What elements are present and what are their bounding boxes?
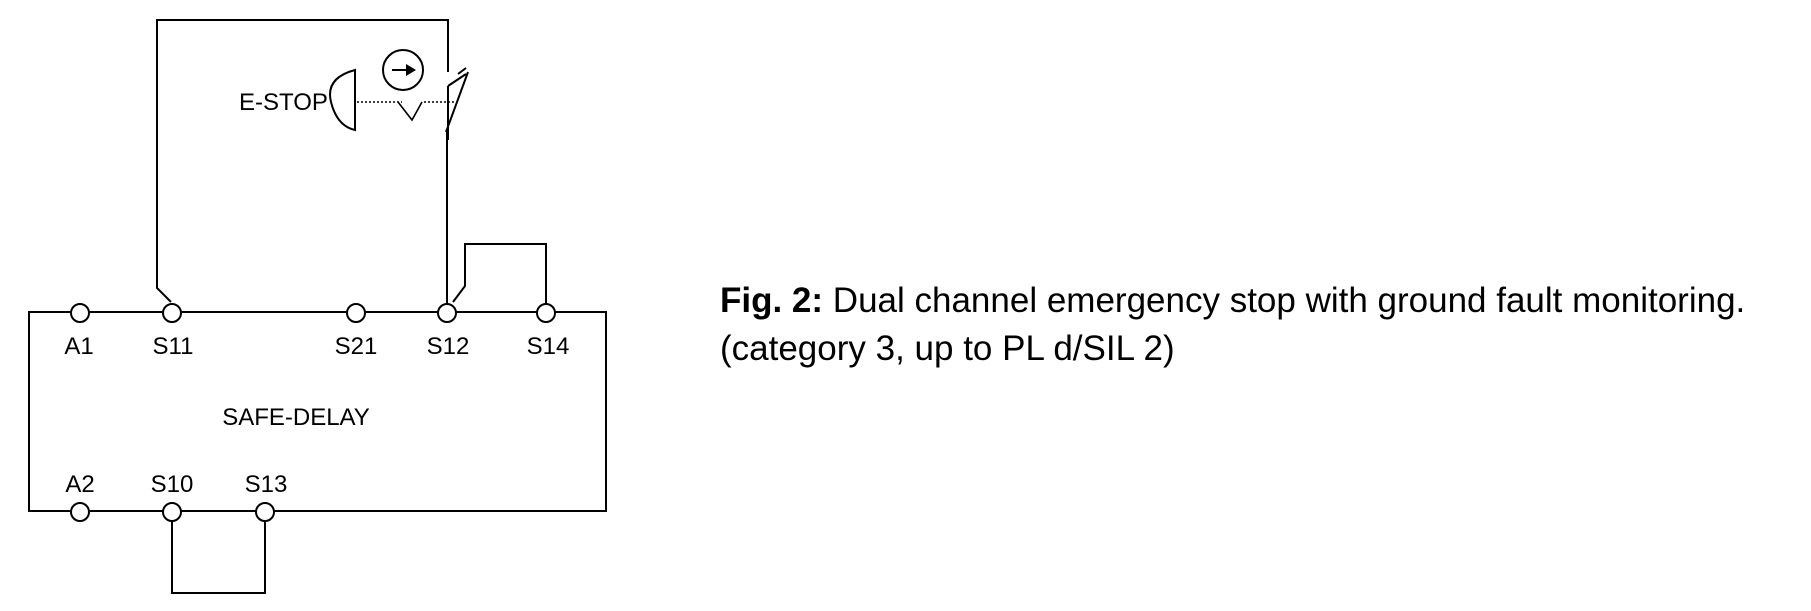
terminal-label-s13: S13 bbox=[245, 471, 288, 498]
jumper-s12-s14 bbox=[452, 243, 547, 304]
estop-contact-tick bbox=[457, 67, 467, 75]
estop-latch bbox=[397, 101, 423, 122]
safe-delay-module bbox=[28, 311, 607, 512]
terminal-s14 bbox=[536, 303, 556, 323]
terminal-s21 bbox=[346, 303, 366, 323]
terminal-label-a2: A2 bbox=[65, 471, 94, 498]
terminal-a2 bbox=[70, 502, 90, 522]
terminal-s12 bbox=[437, 303, 457, 323]
terminal-s10 bbox=[162, 502, 182, 522]
terminal-s13 bbox=[255, 502, 275, 522]
terminal-label-s14: S14 bbox=[527, 333, 570, 360]
figure-label: Fig. 2: bbox=[720, 281, 824, 320]
estop-label: E-STOP bbox=[239, 89, 328, 116]
caption-text: Dual channel emergency stop with ground … bbox=[832, 281, 1746, 320]
terminal-label-s11: S11 bbox=[153, 333, 194, 360]
figure-caption: Fig. 2: Dual channel emergency stop with… bbox=[720, 277, 1745, 373]
estop-mushroom-head bbox=[329, 68, 356, 132]
caption-line-2: (category 3, up to PL d/SIL 2) bbox=[720, 329, 1175, 368]
wiring-diagram: SAFE-DELAY E-STOP A1 S11 S21 S12 S14 A2 … bbox=[28, 19, 607, 594]
caption-line-1: Fig. 2: Dual channel emergency stop with… bbox=[720, 277, 1745, 325]
jumper-s10-s13 bbox=[171, 521, 266, 594]
terminal-label-s12: S12 bbox=[427, 333, 470, 360]
wire-s11-to-estop bbox=[156, 19, 449, 303]
latch-symbol bbox=[382, 49, 424, 91]
terminal-label-s10: S10 bbox=[151, 471, 194, 498]
terminal-label-a1: A1 bbox=[64, 333, 93, 360]
terminal-label-s21: S21 bbox=[335, 333, 378, 360]
estop-switch-lever bbox=[445, 71, 469, 133]
terminal-a1 bbox=[70, 303, 90, 323]
device-label: SAFE-DELAY bbox=[222, 404, 370, 431]
terminal-s11 bbox=[162, 303, 182, 323]
